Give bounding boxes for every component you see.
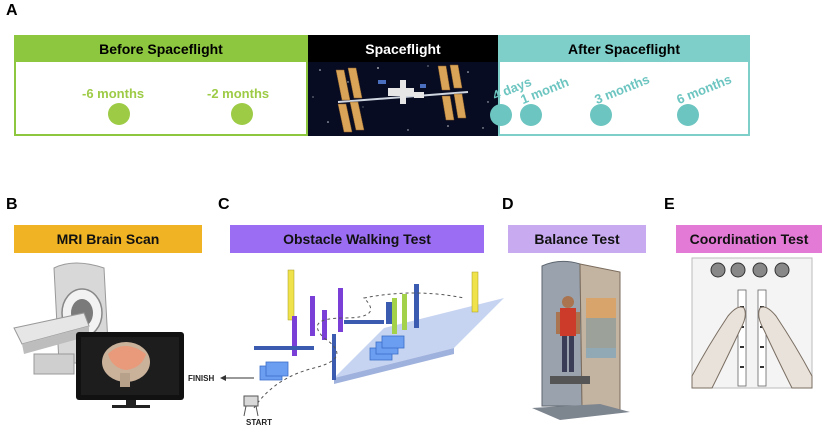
panel-letter-b: B: [6, 196, 18, 213]
coordination-test-illustration: [691, 257, 813, 389]
space-station-image: [308, 62, 498, 136]
finish-label: FINISH: [188, 374, 215, 383]
obstacle-course-diagram: [220, 269, 504, 417]
time-point-marker: [490, 104, 512, 126]
balance-test-label: Balance Test: [508, 225, 646, 253]
time-point-label: -2 months: [207, 86, 270, 101]
balance-test-illustration: [532, 260, 630, 420]
panel-letter-a: A: [6, 2, 18, 19]
time-point-marker: [520, 104, 542, 126]
time-point-label: -6 months: [82, 86, 145, 101]
time-point-marker: [590, 104, 612, 126]
panel-letter-e: E: [664, 196, 675, 213]
time-point-marker: [108, 103, 130, 125]
coordination-test-label: Coordination Test: [676, 225, 822, 253]
start-label: START: [246, 418, 273, 427]
obstacle-walking-test-label: Obstacle Walking Test: [230, 225, 484, 253]
panel-letter-c: C: [218, 196, 230, 213]
time-point-marker: [231, 103, 253, 125]
mri-brain-scan-label: MRI Brain Scan: [14, 225, 202, 253]
panel-letter-d: D: [502, 196, 514, 213]
before-spaceflight-header: Before Spaceflight: [14, 35, 308, 62]
time-point-marker: [677, 104, 699, 126]
after-spaceflight-header: After Spaceflight: [498, 35, 750, 62]
spaceflight-header: Spaceflight: [308, 35, 498, 62]
mri-scanner-illustration: [13, 262, 184, 408]
